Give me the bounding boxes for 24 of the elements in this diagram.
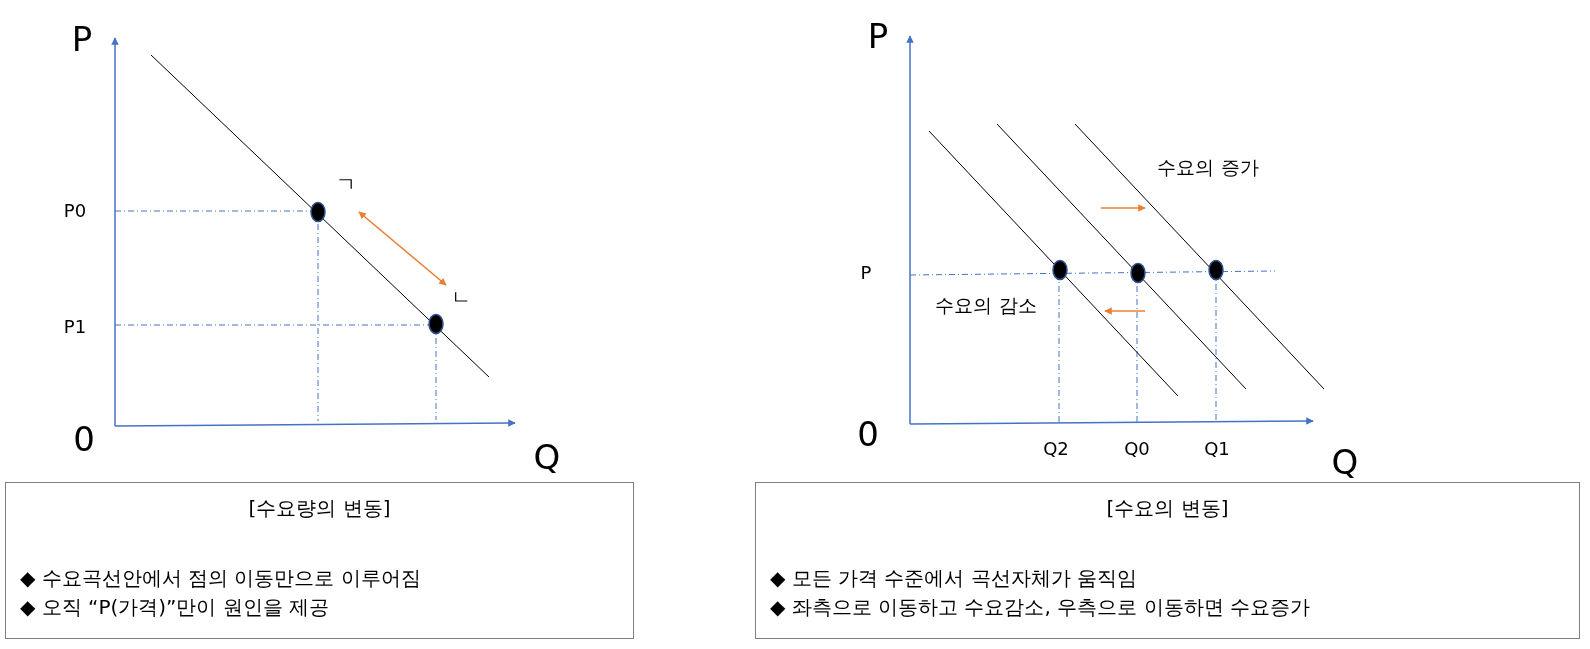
axis-label: P	[71, 21, 93, 59]
marker-label: ㄴ	[451, 286, 471, 308]
annotation-text: 수요의 증가	[1157, 156, 1259, 178]
tick-label: Q0	[1124, 439, 1150, 459]
text-box	[5, 482, 634, 639]
tick-label: P0	[63, 201, 87, 221]
tick-label: Q2	[1043, 439, 1069, 459]
tick-label: P	[860, 263, 872, 283]
text-box	[755, 482, 1580, 639]
box-heading: [수요량의 변동]	[247, 495, 392, 522]
bullet-text: ◆ 좌측으로 이동하고 수요감소, 우측으로 이동하면 수요증가	[770, 594, 1311, 621]
tick-label: P1	[63, 317, 87, 337]
axis-label: 0	[857, 416, 879, 454]
annotation-text: 수요의 감소	[935, 294, 1037, 316]
axis-label: P	[867, 18, 889, 56]
bullet-text: ◆ 수요곡선안에서 점의 이동만으로 이루어짐	[20, 565, 422, 592]
tick-label: Q1	[1204, 439, 1230, 459]
bullet-text: ◆ 오직 “P(가격)”만이 원인을 제공	[20, 594, 331, 621]
marker-label: ㄱ	[336, 173, 356, 195]
bullet-text: ◆ 모든 가격 수준에서 곡선자체가 움직임	[770, 565, 1139, 592]
box-heading: [수요의 변동]	[1105, 495, 1230, 522]
axis-label: 0	[73, 421, 95, 459]
axis-label: Q	[1331, 444, 1359, 482]
axis-label: Q	[533, 439, 561, 477]
